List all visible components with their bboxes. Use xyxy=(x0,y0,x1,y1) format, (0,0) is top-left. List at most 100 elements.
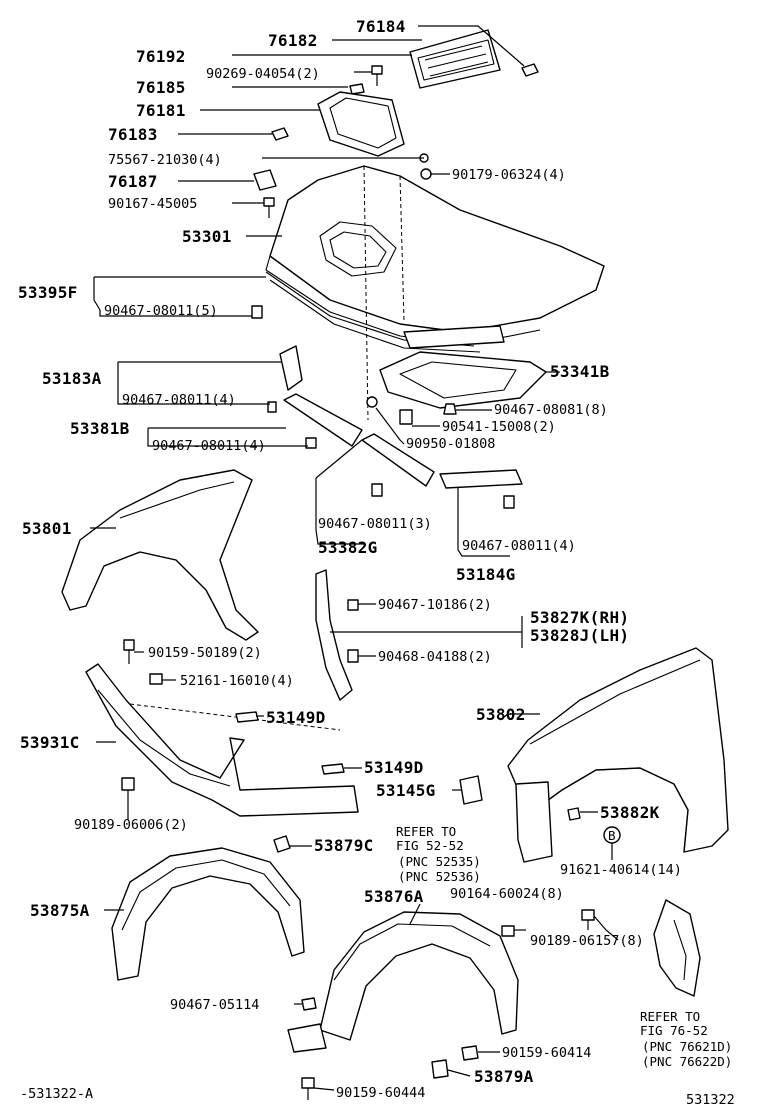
label-53875a: 53875A xyxy=(30,901,90,920)
label-76187: 76187 xyxy=(108,172,158,191)
pad-53149d-a xyxy=(235,711,259,723)
part-76184-garnish xyxy=(409,29,501,89)
clip-52161-16010 xyxy=(149,673,163,685)
label-90467-08081: 90467-08081(8) xyxy=(494,402,608,418)
clip-90467-10186 xyxy=(347,599,359,611)
part-53801-fender-lh xyxy=(61,469,259,641)
ref1-line3: (PNC 52535) xyxy=(398,854,481,869)
part-53931c-support xyxy=(85,663,359,817)
label-90269-04054: 90269-04054(2) xyxy=(206,66,320,82)
label-90467-08011-4a: 90467-08011(4) xyxy=(122,392,236,408)
label-53149d-b: 53149D xyxy=(364,758,424,777)
bracket-76187 xyxy=(253,169,277,191)
hood-rib-strip xyxy=(403,325,505,349)
label-90189-06157: 90189-06157(8) xyxy=(530,933,644,949)
label-53879c: 53879C xyxy=(314,836,374,855)
bolt-90159-50189 xyxy=(123,639,135,664)
label-90468-04188: 90468-04188(2) xyxy=(378,649,492,665)
part-53301-hood xyxy=(265,165,605,421)
label-90541-15008: 90541-15008(2) xyxy=(442,419,556,435)
clip-90467-08011-c xyxy=(305,437,317,449)
screw-90167-45005 xyxy=(263,197,275,218)
clip-90467-05114 xyxy=(301,997,317,1011)
label-53149d-a: 53149D xyxy=(266,708,326,727)
label-76192: 76192 xyxy=(136,47,186,66)
leader-lines xyxy=(90,25,619,1091)
ref2-line3: (PNC 76621D) xyxy=(642,1039,732,1054)
label-75567-21030: 75567-21030(4) xyxy=(108,152,222,168)
label-53876a: 53876A xyxy=(364,887,424,906)
part-mudflap xyxy=(653,899,701,997)
label-53183a: 53183A xyxy=(42,369,102,388)
label-53802: 53802 xyxy=(476,705,526,724)
ref1-line2: FIG 52-52 xyxy=(396,838,464,853)
label-53801: 53801 xyxy=(22,519,72,538)
clip-90467-08011-a xyxy=(251,305,263,319)
clip-53145g xyxy=(459,775,483,805)
label-76183: 76183 xyxy=(108,125,158,144)
hood-front-edge xyxy=(269,279,481,353)
label-53145g: 53145G xyxy=(376,781,436,800)
label-90159-60444: 90159-60444 xyxy=(336,1085,425,1101)
label-91621-40614: 91621-40614(14) xyxy=(560,862,682,878)
label-53882k: 53882K xyxy=(600,803,660,822)
clip-90189-06157 xyxy=(581,909,595,930)
reference-notes: REFER TO FIG 52-52 (PNC 52535) (PNC 5253… xyxy=(396,824,732,1069)
label-52161-16010: 52161-16010(4) xyxy=(180,673,294,689)
bolt-90269-04054 xyxy=(371,65,383,86)
clip-76185 xyxy=(349,83,365,95)
label-90467-08011-5: 90467-08011(5) xyxy=(104,303,218,319)
label-76185: 76185 xyxy=(136,78,186,97)
part-53882k xyxy=(567,807,581,821)
clip-90950-01808 xyxy=(366,396,378,408)
part-53875a-liner-lh xyxy=(111,847,305,981)
clip-90189-06006 xyxy=(121,777,135,806)
part-53876a-liner-rh xyxy=(319,911,519,1041)
label-53301: 53301 xyxy=(182,227,232,246)
clip-53879a xyxy=(431,1059,449,1079)
ref1-line4: (PNC 52536) xyxy=(398,869,481,884)
label-90467-05114: 90467-05114 xyxy=(170,997,259,1013)
marker-b-label: B xyxy=(608,828,616,843)
clip-76183 xyxy=(271,127,289,141)
ref2-line2: FIG 76-52 xyxy=(640,1023,708,1038)
label-53827k: 53827K(RH) xyxy=(530,608,629,627)
part-76181-scoop xyxy=(317,91,405,157)
label-90189-06006: 90189-06006(2) xyxy=(74,817,188,833)
ref1-line1: REFER TO xyxy=(396,824,456,839)
fender-bracket xyxy=(515,781,553,863)
clip-90467-08011-d xyxy=(371,483,383,497)
clip-90467-08011-e xyxy=(503,495,515,509)
label-90467-08011-4b: 90467-08011(4) xyxy=(152,438,266,454)
label-53395f: 53395F xyxy=(18,283,78,302)
screw-90164-60024 xyxy=(501,925,515,937)
label-90167-45005: 90167-45005 xyxy=(108,196,197,212)
part-53341b-insulator xyxy=(379,351,547,409)
label-53381b: 53381B xyxy=(70,419,130,438)
label-90164-60024: 90164-60024(8) xyxy=(450,886,564,902)
label-90467-08011-3: 90467-08011(3) xyxy=(318,516,432,532)
part-labels: 76184 76192 76182 90269-04054(2) 76185 7… xyxy=(18,17,682,1101)
label-53828j: 53828J(LH) xyxy=(530,626,629,645)
label-76184: 76184 xyxy=(356,17,406,36)
part-53802-fender-rh xyxy=(507,647,729,853)
footer-right-code: 531322 xyxy=(686,1092,735,1108)
footer-left-code: -531322-A xyxy=(20,1086,93,1102)
label-53341b: 53341B xyxy=(550,362,610,381)
label-90467-08011-4c: 90467-08011(4) xyxy=(462,538,576,554)
label-90179-06324: 90179-06324(4) xyxy=(452,167,566,183)
bracket-53184g xyxy=(439,469,523,489)
ref2-line4: (PNC 76622D) xyxy=(642,1054,732,1069)
label-90159-50189: 90159-50189(2) xyxy=(148,645,262,661)
pad-53149d-b xyxy=(321,763,345,775)
label-76181: 76181 xyxy=(136,101,186,120)
bolt-90159-60414 xyxy=(461,1045,479,1061)
clip-90541-15008 xyxy=(399,409,413,425)
bolt-90159-60444 xyxy=(301,1077,315,1100)
bracket-53827k-53828j xyxy=(315,569,353,701)
label-76182: 76182 xyxy=(268,31,318,50)
plate-lower xyxy=(287,1023,327,1053)
label-53879a: 53879A xyxy=(474,1067,534,1086)
clip-90468-04188 xyxy=(347,649,359,663)
